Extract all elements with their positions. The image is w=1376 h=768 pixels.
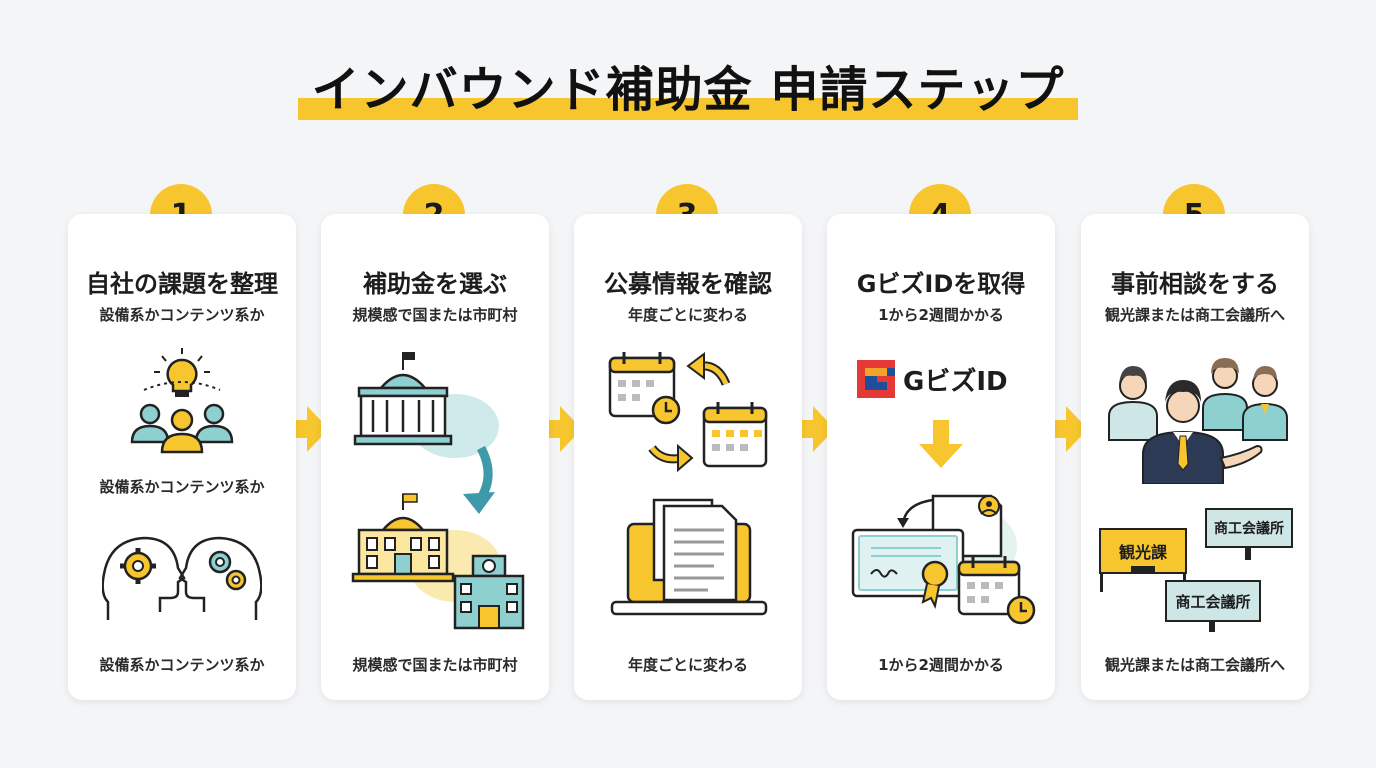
step-subtext: 設備系かコンテンツ系か <box>99 306 265 324</box>
arrow-down-icon <box>919 420 963 468</box>
step-card-3: 公募情報を確認 年度ごとに変わる 年度ごとに変わる <box>574 214 802 700</box>
step-footer: 観光課または商工会議所へ <box>1104 656 1285 674</box>
gbiz-logo-text: GビズID <box>903 366 1008 397</box>
step-footer: 年度ごとに変わる <box>627 656 748 674</box>
sign-stand <box>1131 566 1155 572</box>
city-hall-icon <box>351 493 455 583</box>
step-heading: 事前相談をする <box>1111 270 1279 298</box>
town-office-icon <box>453 554 525 630</box>
sign-stand <box>1209 622 1215 632</box>
sign-label: 商工会議所 <box>1214 521 1284 537</box>
step-card-1: 自社の課題を整理 設備系かコンテンツ系か 設備系かコンテンツ系か <box>68 214 296 700</box>
step-subtext: 年度ごとに変わる <box>627 306 748 324</box>
step-heading: 公募情報を確認 <box>604 270 772 298</box>
arrow-right-icon <box>791 406 835 452</box>
step-footer: 規模感で国または市町村 <box>352 656 518 674</box>
step-card-4: GビズIDを取得 1から2週間かかる GビズID 1から2週間かかる <box>827 214 1055 700</box>
sign-stand <box>1245 548 1251 560</box>
step-card-5: 事前相談をする 観光課または商工会議所へ 観光課 商工会議所 商工会議所 観光課… <box>1081 214 1309 700</box>
gbiz-logo: GビズID <box>857 360 1008 398</box>
certificate-icon <box>851 494 1036 625</box>
government-building-icon <box>353 352 453 446</box>
building-flow-icon <box>351 352 525 630</box>
step-subtext: 観光課または商工会議所へ <box>1104 306 1285 324</box>
step-footer: 1から2週間かかる <box>878 656 1004 674</box>
title-area: インバウンド補助金 申請ステップ <box>0 58 1376 122</box>
step-card-2: 補助金を選ぶ 規模感で国または市町村 <box>321 214 549 700</box>
laptop-document-icon <box>610 498 768 616</box>
arrow-right-icon <box>285 406 329 452</box>
step-subtext: 1から2週間かかる <box>878 306 1004 324</box>
page-title-text: インバウンド補助金 申請ステップ <box>311 62 1065 118</box>
arrow-right-icon <box>538 406 582 452</box>
head-gears-icon <box>102 536 262 620</box>
sign-post <box>1100 574 1103 592</box>
step-note: 設備系かコンテンツ系か <box>99 478 265 496</box>
consultants-icon <box>1108 358 1288 484</box>
step-subtext: 規模感で国または市町村 <box>352 306 518 324</box>
sign-shoukoukaigisho-2: 商工会議所 <box>1165 580 1261 622</box>
step-heading: GビズIDを取得 <box>856 270 1026 298</box>
lightbulb-team-icon <box>130 348 234 454</box>
sign-label: 観光課 <box>1118 543 1167 562</box>
step-heading: 自社の課題を整理 <box>86 270 278 298</box>
arrow-right-icon <box>1044 406 1088 452</box>
sign-shoukoukaigisho: 商工会議所 <box>1205 508 1293 548</box>
page-title: インバウンド補助金 申請ステップ <box>297 58 1079 122</box>
sign-label: 商工会議所 <box>1175 592 1251 611</box>
step-footer: 設備系かコンテンツ系か <box>99 656 265 674</box>
calendar-icon <box>608 352 768 472</box>
gbiz-logo-icon <box>857 360 895 398</box>
step-heading: 補助金を選ぶ <box>363 270 507 298</box>
